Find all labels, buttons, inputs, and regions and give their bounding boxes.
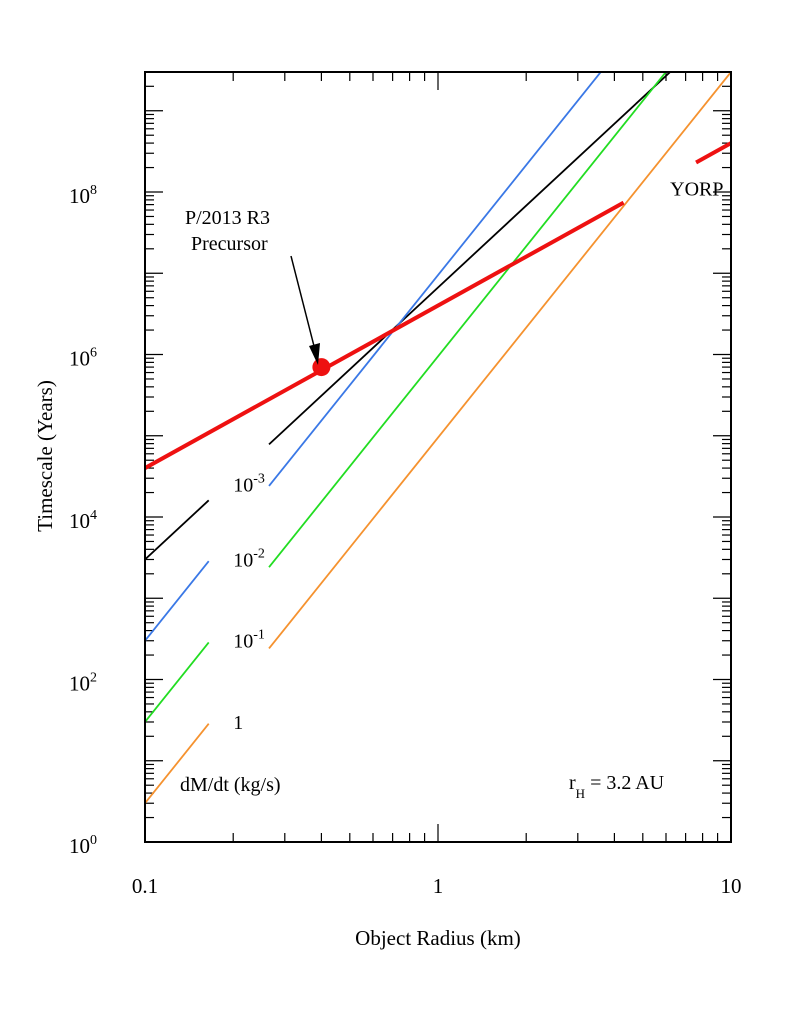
series-label: 10-1 [233,628,265,653]
y-tick-label: 104 [69,508,97,533]
series-label-base: 10 [233,549,253,571]
series-line-1 [145,723,210,804]
series-label: 10-3 [233,472,265,497]
series-label: 1 [233,712,243,734]
series-line-10-2 [145,560,210,642]
annotation-precursor-line1: P/2013 R3 [185,207,270,229]
series-line-10-3 [268,72,671,446]
plot-frame [144,71,732,843]
y-tick-label-exp: 4 [90,508,97,523]
x-axis-title: Object Radius (km) [355,926,521,950]
y-tick-label: 100 [69,833,97,858]
x-tick-label: 1 [433,874,444,898]
series-label-exp: -2 [253,546,265,561]
series-label-exp: -1 [253,628,265,643]
y-tick-label-base: 10 [69,672,90,696]
x-tick-label: 10 [721,874,742,898]
y-tick-label-base: 10 [69,184,90,208]
series-label: 10-2 [233,546,265,571]
y-tick-label-base: 10 [69,509,90,533]
series-label-exp: -3 [253,472,265,487]
x-tick-label: 0.1 [132,874,158,898]
y-tick-label: 102 [69,671,97,696]
y-tick-label-base: 10 [69,347,90,371]
series-line-10-3 [145,499,210,561]
series-label: YORP [670,179,723,201]
y-tick-label-exp: 2 [90,671,97,686]
y-tick-label: 108 [69,183,97,208]
series-line-yorp [145,200,625,470]
annotation-rh-sub: H [576,786,585,801]
precursor-arrow-head [309,343,320,365]
y-tick-label-base: 10 [69,834,90,858]
y-tick-label-exp: 0 [90,833,97,848]
y-tick-label-exp: 8 [90,183,97,198]
annotation-rh: rH = 3.2 AU [569,772,665,801]
annotation-rh-r: r [569,772,576,794]
y-tick-label: 106 [69,346,97,371]
annotation-rh-value: = 3.2 AU [590,772,665,794]
annotation-dmdt: dM/dt (kg/s) [180,774,281,796]
y-axis-title: Timescale (Years) [33,380,57,532]
series-label-base: 10 [233,475,253,497]
series-line-10-1 [145,641,210,723]
series-label-base: YORP [670,179,723,201]
series-label-base: 1 [233,712,243,734]
series-line-10-1 [268,72,668,568]
series-line-10-2 [268,72,602,487]
series-line-1 [268,72,731,650]
y-tick-label-exp: 6 [90,346,97,361]
series-label-base: 10 [233,631,253,653]
annotation-precursor-line2: Precursor [191,233,268,255]
precursor-point [312,358,331,377]
series-line-yorp [695,141,731,165]
precursor-arrow-shaft [290,255,316,351]
